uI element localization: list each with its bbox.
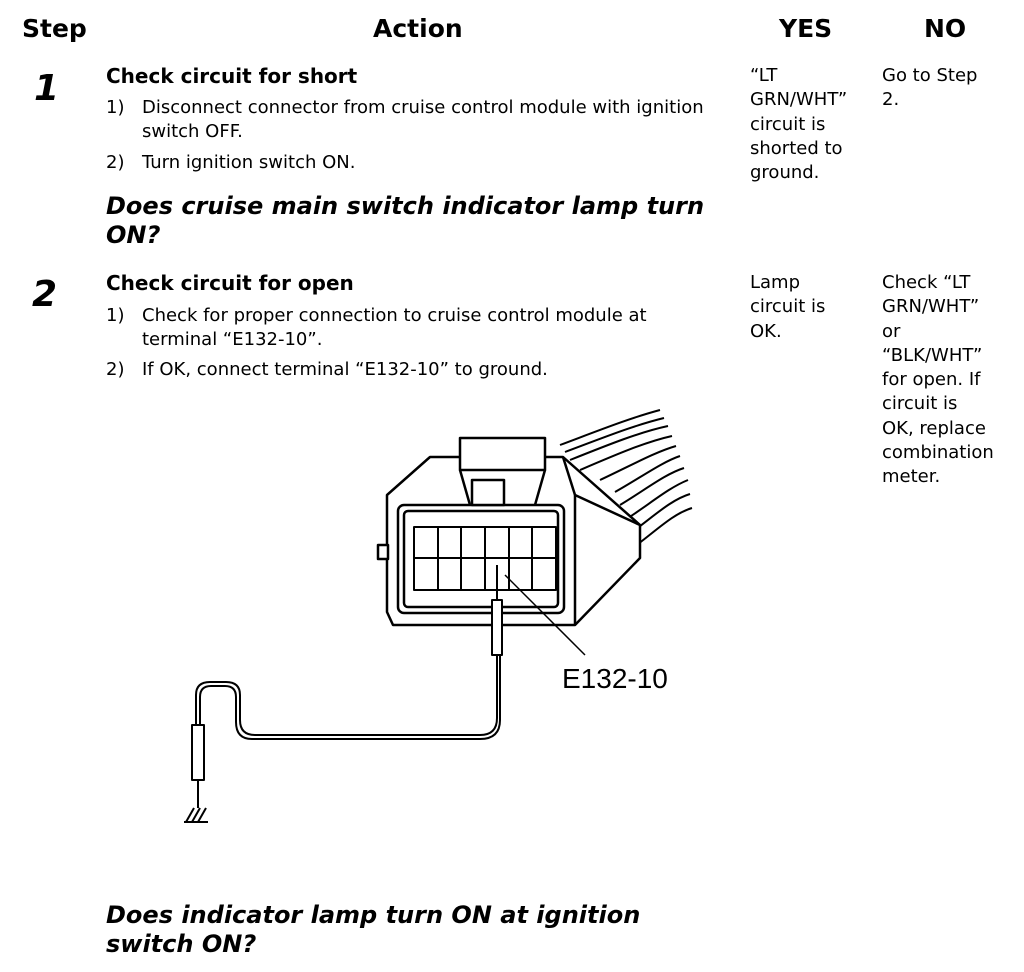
- item-text: Turn ignition switch ON.: [142, 152, 356, 173]
- step-1-number: 1: [34, 68, 60, 109]
- step-2-yes: Lamp circuit is OK.: [750, 272, 826, 342]
- step-2-item-1: 1) Check for proper connection to cruise…: [106, 304, 716, 352]
- item-number: 2): [106, 359, 125, 380]
- step-2-number: 2: [32, 274, 58, 315]
- header-step: Step: [22, 14, 87, 43]
- step-1-question: Does cruise main switch indicator lamp t…: [106, 192, 705, 249]
- connector-diagram: E132-10: [184, 409, 693, 823]
- step-1-item-1: 1) Disconnect connector from cruise cont…: [106, 96, 716, 144]
- item-text: Check for proper connection to cruise co…: [142, 305, 647, 350]
- header-action: Action: [373, 14, 463, 43]
- item-number: 1): [106, 97, 125, 118]
- step-2-question: Does indicator lamp turn ON at ignition …: [106, 901, 641, 958]
- wire-harness: [559, 409, 693, 551]
- header-yes: YES: [779, 14, 833, 43]
- test-probe: [184, 565, 503, 823]
- step-1-yes: “LT GRN/WHT” circuit is shorted to groun…: [750, 65, 848, 184]
- terminal-label: E132-10: [562, 663, 668, 694]
- step-2-item-2: 2) If OK, connect terminal “E132-10” to …: [106, 358, 716, 382]
- terminal-grid: [413, 526, 557, 591]
- leader-line: [504, 574, 586, 656]
- step-1-title: Check circuit for short: [106, 64, 358, 88]
- step-1-no: Go to Step 2.: [882, 65, 978, 111]
- step-2-no: Check “LT GRN/WHT” or “BLK/WHT” for open…: [882, 272, 994, 488]
- item-text: If OK, connect terminal “E132-10” to gro…: [142, 359, 548, 380]
- item-number: 1): [106, 305, 125, 326]
- step-2-title: Check circuit for open: [106, 271, 354, 295]
- item-number: 2): [106, 152, 125, 173]
- step-1-item-2: 2) Turn ignition switch ON.: [106, 151, 716, 175]
- header-no: NO: [924, 14, 967, 43]
- item-text: Disconnect connector from cruise control…: [142, 97, 704, 142]
